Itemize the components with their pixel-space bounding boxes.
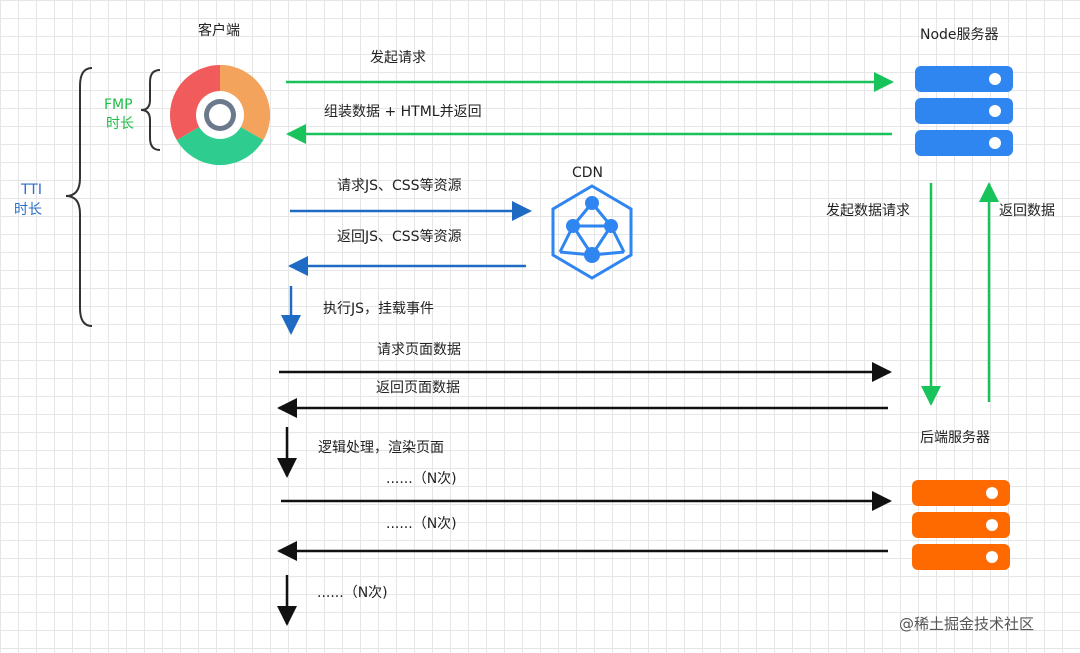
node-server-icon	[915, 66, 1013, 156]
fmp-brace	[140, 69, 161, 151]
fmp-label: FMP	[104, 97, 133, 113]
step-return-html: 组装数据 + HTML并返回	[324, 104, 482, 120]
step-send-request: 发起请求	[370, 50, 426, 66]
tti-brace	[65, 67, 93, 327]
watermark: @稀土掘金技术社区	[899, 615, 1035, 633]
step-return-assets: 返回JS、CSS等资源	[337, 229, 462, 245]
step-n-process: ......（N次)	[317, 585, 388, 601]
step-exec-js: 执行JS，挂载事件	[323, 301, 435, 317]
node-data-request-label: 发起数据请求	[826, 203, 910, 219]
step-n-return: ......（N次)	[386, 516, 457, 532]
node-data-return-label: 返回数据	[999, 203, 1055, 219]
backend-server-label: 后端服务器	[920, 430, 990, 446]
step-render: 逻辑处理，渲染页面	[318, 440, 444, 456]
backend-server-icon	[912, 480, 1010, 570]
client-label: 客户端	[198, 23, 240, 39]
step-request-page-data: 请求页面数据	[377, 342, 461, 358]
step-request-assets: 请求JS、CSS等资源	[337, 178, 462, 194]
step-return-page-data: 返回页面数据	[376, 380, 460, 396]
step-n-request: ......（N次)	[386, 471, 457, 487]
tti-label: TTI	[21, 182, 42, 198]
chrome-icon	[170, 65, 270, 165]
cdn-label: CDN	[572, 165, 604, 181]
fmp-duration-label: 时长	[106, 116, 134, 132]
node-server-label: Node服务器	[920, 27, 999, 43]
cdn-icon	[551, 184, 633, 280]
tti-duration-label: 时长	[14, 202, 42, 218]
